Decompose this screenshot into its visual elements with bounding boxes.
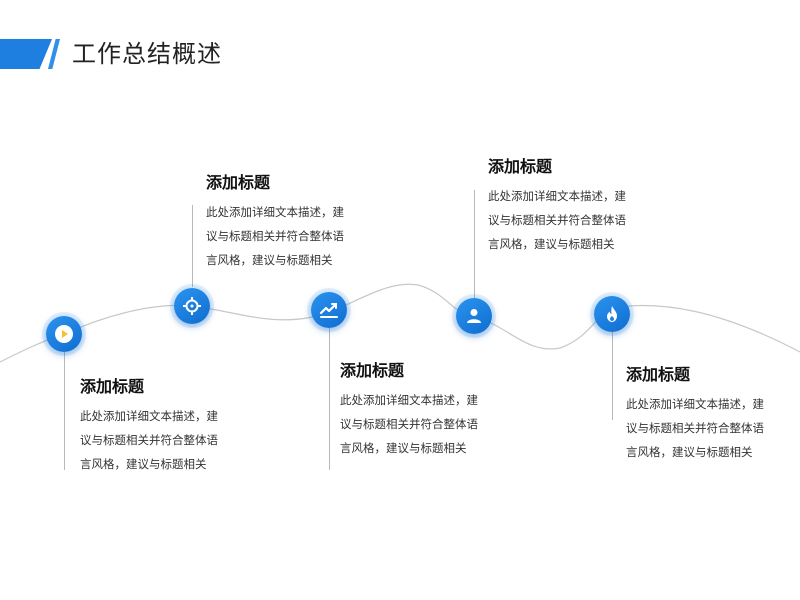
step-node-4 <box>456 298 492 334</box>
step-desc-4: 此处添加详细文本描述，建议与标题相关并符合整体语言风格，建议与标题相关 <box>488 189 626 251</box>
connector-line-3 <box>329 328 330 470</box>
step-title-5: 添加标题 <box>626 365 691 384</box>
step-node-1 <box>46 316 82 352</box>
crosshair-icon <box>183 297 201 315</box>
step-desc-2: 此处添加详细文本描述，建议与标题相关并符合整体语言风格，建议与标题相关 <box>206 205 344 267</box>
step-node-3 <box>311 292 347 328</box>
wave-path <box>0 283 800 363</box>
step-title-1: 添加标题 <box>80 377 145 396</box>
connector-line-5 <box>612 326 613 420</box>
step-title-2: 添加标题 <box>206 173 271 192</box>
step-title-3: 添加标题 <box>340 361 405 380</box>
step-card-2: 添加标题 此处添加详细文本描述，建议与标题相关并符合整体语言风格，建议与标题相关 <box>206 172 356 272</box>
connector-line-1 <box>64 352 65 470</box>
user-icon <box>467 309 481 323</box>
step-desc-3: 此处添加详细文本描述，建议与标题相关并符合整体语言风格，建议与标题相关 <box>340 393 478 455</box>
step-card-3: 添加标题 此处添加详细文本描述，建议与标题相关并符合整体语言风格，建议与标题相关 <box>340 360 490 460</box>
play-icon <box>55 325 73 343</box>
step-card-4: 添加标题 此处添加详细文本描述，建议与标题相关并符合整体语言风格，建议与标题相关 <box>488 156 638 256</box>
step-card-5: 添加标题 此处添加详细文本描述，建议与标题相关并符合整体语言风格，建议与标题相关 <box>626 364 776 464</box>
step-card-1: 添加标题 此处添加详细文本描述，建议与标题相关并符合整体语言风格，建议与标题相关 <box>80 376 230 476</box>
connector-line-2 <box>192 205 193 287</box>
step-desc-1: 此处添加详细文本描述，建议与标题相关并符合整体语言风格，建议与标题相关 <box>80 409 218 471</box>
step-title-4: 添加标题 <box>488 157 553 176</box>
step-node-5 <box>594 296 630 332</box>
page-title: 工作总结概述 <box>72 40 222 68</box>
step-desc-5: 此处添加详细文本描述，建议与标题相关并符合整体语言风格，建议与标题相关 <box>626 397 764 459</box>
step-node-2 <box>174 288 210 324</box>
flame-icon <box>607 306 617 322</box>
connector-line-4 <box>474 190 475 298</box>
trend-chart-icon <box>319 303 338 318</box>
